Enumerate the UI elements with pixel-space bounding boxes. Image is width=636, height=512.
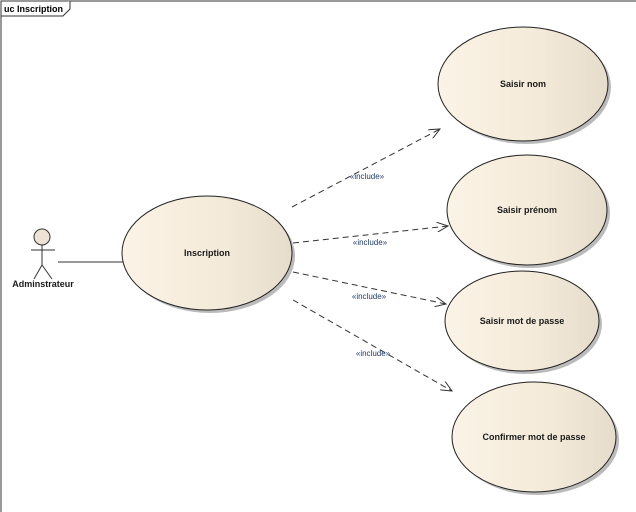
use-case-label: Saisir prénom <box>497 205 557 215</box>
actor-head-icon <box>33 228 51 246</box>
use-case-label: Saisir mot de passe <box>480 316 565 326</box>
include-label: «include» <box>352 292 387 301</box>
include-label: «include» <box>356 349 391 358</box>
use-case-label: Saisir nom <box>500 79 546 89</box>
use-case-label: Inscription <box>184 248 230 258</box>
use-case-label: Confirmer mot de passe <box>482 432 585 442</box>
use-case-inscription[interactable]: Inscription <box>121 195 295 313</box>
include-arrow-saisir-mot-de-passe[interactable] <box>292 271 446 304</box>
use-case-saisir-mot-de-passe[interactable]: Saisir mot de passe <box>444 270 602 374</box>
include-arrow-saisir-prenom[interactable] <box>292 226 448 244</box>
use-case-confirmer-mot-de-passe[interactable]: Confirmer mot de passe <box>451 381 619 495</box>
use-case-saisir-nom[interactable]: Saisir nom <box>437 26 611 144</box>
actor-administrateur[interactable] <box>31 228 55 280</box>
include-arrow-saisir-nom[interactable] <box>291 129 440 208</box>
include-label: «include» <box>353 238 388 247</box>
include-arrow-confirmer-mot-de-passe[interactable] <box>292 299 452 391</box>
frame-title: uc Inscription <box>4 4 63 14</box>
actor-label: Adminstrateur <box>12 279 74 289</box>
use-case-saisir-prenom[interactable]: Saisir prénom <box>446 154 610 268</box>
include-label: «include» <box>350 172 385 181</box>
